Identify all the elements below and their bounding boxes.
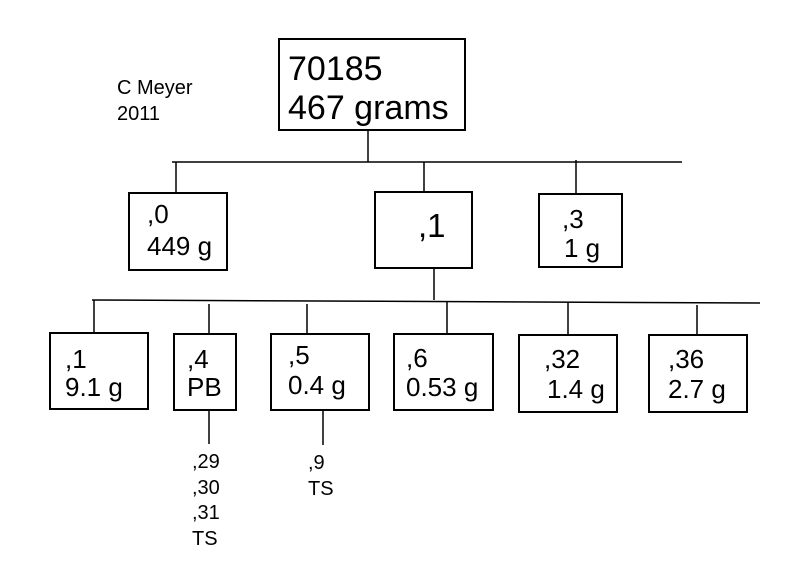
root-weight: 467 grams — [288, 89, 449, 127]
node-weight: 0.53 g — [406, 372, 479, 402]
level2-box-36: ,36 2.7 g — [648, 334, 748, 413]
node-weight: 9.1 g — [65, 372, 123, 402]
node-weight: 449 g — [147, 231, 213, 261]
sub-item: TS — [192, 527, 218, 550]
level2-box-4: ,4 PB — [173, 333, 237, 411]
sub-item: TS — [308, 477, 334, 500]
level1-box-3: ,3 1 g — [538, 193, 623, 268]
node-id: ,1 — [65, 344, 87, 374]
node-id: ,4 — [187, 344, 209, 374]
level1-box-0: ,0 449 g — [128, 192, 228, 271]
node-weight: 0.4 g — [288, 370, 346, 400]
node-id: ,32 — [544, 344, 581, 374]
root-box: 70185 467 grams — [278, 38, 466, 131]
level2-box-5: ,5 0.4 g — [270, 333, 370, 411]
node-id: ,5 — [288, 340, 310, 370]
level2-box-1: ,1 9.1 g — [49, 332, 149, 410]
sub-item: ,31 — [192, 502, 220, 524]
level2-box-32: ,32 1.4 g — [518, 334, 618, 413]
node-id: ,1 — [418, 207, 446, 244]
node-weight: 2.7 g — [668, 374, 726, 404]
sub-list-4: ,29 ,30 ,31 TS — [192, 450, 220, 552]
author-credit: C Meyer 2011 — [117, 75, 193, 127]
sub-item: ,30 — [192, 476, 220, 499]
sub-item: ,29 — [192, 451, 220, 473]
node-id: ,36 — [668, 344, 705, 374]
node-weight: PB — [187, 372, 222, 402]
level2-box-6: ,6 0.53 g — [393, 333, 494, 411]
sub-item: ,9 — [308, 452, 325, 474]
node-id: ,6 — [406, 343, 428, 373]
author-name: C Meyer — [117, 77, 193, 99]
level2-bar — [91, 299, 761, 304]
node-id: ,0 — [147, 199, 169, 229]
node-id: ,3 — [562, 204, 584, 234]
level1-box-1: ,1 — [374, 191, 473, 269]
root-id: 70185 — [288, 50, 383, 88]
author-year: 2011 — [117, 103, 161, 125]
node-weight: 1.4 g — [547, 374, 605, 404]
node-weight: 1 g — [564, 233, 601, 263]
sub-list-5: ,9 TS — [308, 451, 334, 502]
